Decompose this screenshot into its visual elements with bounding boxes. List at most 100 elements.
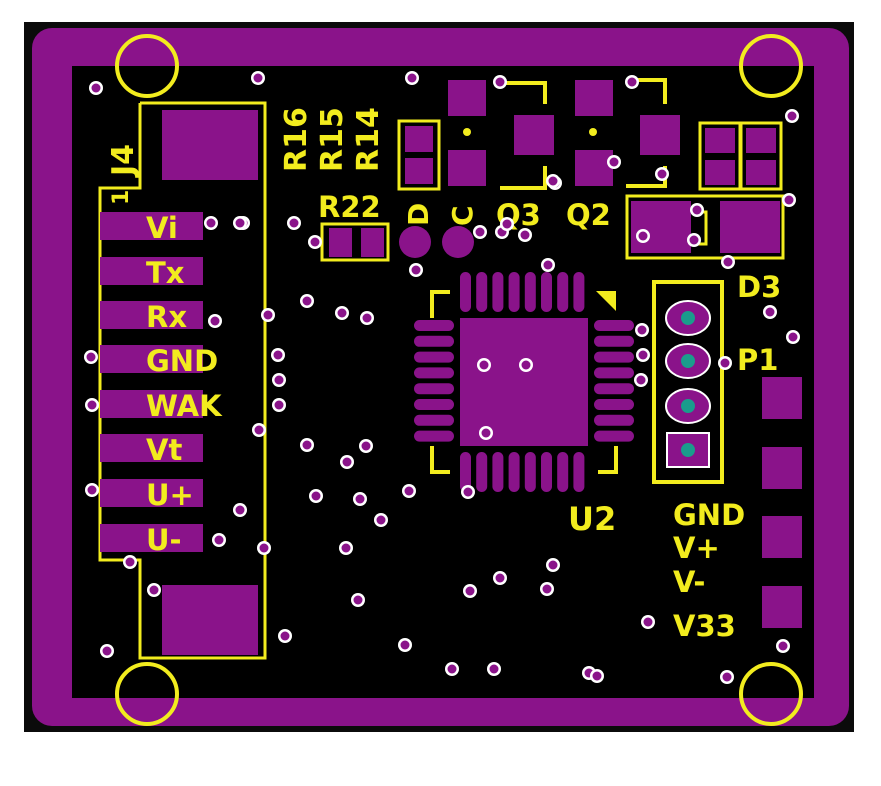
via-pad <box>723 257 733 267</box>
r22-footprint <box>320 222 390 262</box>
via-pad <box>91 83 101 93</box>
u2-pin <box>492 272 504 312</box>
j4-pads <box>100 212 203 552</box>
via-pad <box>311 491 321 501</box>
j4-pin1-marker: 1 <box>109 190 134 205</box>
mounting-hole-br <box>739 662 803 726</box>
via-pad <box>361 441 371 451</box>
j4-pin-labels: Vi Tx Rx GND WAK Vt U+ U- <box>146 211 223 557</box>
u2-pin <box>414 335 454 347</box>
via-pad <box>722 672 732 682</box>
p1-pin-label: GND <box>673 498 745 532</box>
via-pad <box>495 77 505 87</box>
via-pad <box>788 332 798 342</box>
via-pad <box>609 157 619 167</box>
via-pad <box>657 169 667 179</box>
via-pad <box>465 586 475 596</box>
j4-pin-label: U+ <box>146 478 194 512</box>
via-pad <box>353 595 363 605</box>
q2-refdes: Q2 <box>566 198 611 232</box>
j4-mount-pad-top <box>162 110 258 180</box>
p1-footprint <box>652 280 724 484</box>
via-pad <box>637 325 647 335</box>
j4-pad <box>100 434 203 462</box>
j4-pin-label: U- <box>146 523 182 557</box>
edge-pads <box>762 377 802 628</box>
u2-footprint <box>414 272 634 492</box>
via-pad <box>362 313 372 323</box>
j4-pad <box>100 479 203 507</box>
j4-pin-label: WAK <box>146 389 223 423</box>
via-pad <box>489 664 499 674</box>
via-pad <box>520 230 530 240</box>
p1-pin-label: V+ <box>673 531 720 565</box>
u2-pin <box>594 367 634 379</box>
u2-pin <box>594 430 634 442</box>
u2-pin <box>508 452 520 492</box>
j4-pin-label: Rx <box>146 300 187 334</box>
via-pad <box>720 358 730 368</box>
d-footprint <box>397 119 441 191</box>
u2-pin <box>414 367 454 379</box>
u2-pin <box>414 430 454 442</box>
via-pad <box>355 494 365 504</box>
via-pad <box>627 77 637 87</box>
u2-pin <box>460 272 471 312</box>
via-pad <box>592 671 602 681</box>
mounting-hole-bl <box>115 662 179 726</box>
j4-refdes: J4 <box>106 144 141 178</box>
r16-refdes: R16 <box>279 107 314 172</box>
via-pad <box>274 400 284 410</box>
via-pad <box>86 352 96 362</box>
via-pad <box>643 617 653 627</box>
j4-mount-pad-bottom <box>162 585 258 655</box>
via-pad <box>542 584 552 594</box>
via-pad <box>638 231 648 241</box>
via-pad <box>765 307 775 317</box>
u2-pin <box>524 272 536 312</box>
via-pad <box>149 585 159 595</box>
u2-pin <box>594 414 634 426</box>
j4-pin-label: GND <box>146 344 218 378</box>
via-pad <box>787 111 797 121</box>
j4-pin-label: Vt <box>146 433 182 467</box>
j4-pin-label: Vi <box>146 211 178 245</box>
via-pad <box>521 360 531 370</box>
via-pad <box>636 375 646 385</box>
via-pad <box>778 641 788 651</box>
via-pad <box>404 486 414 496</box>
u2-pin <box>414 351 454 363</box>
u2-pin <box>541 272 552 312</box>
u2-pin <box>414 383 454 395</box>
via-pad <box>342 457 352 467</box>
mounting-holes <box>115 34 803 726</box>
via-pad <box>87 485 97 495</box>
via-pad <box>337 308 347 318</box>
via-pad <box>376 515 386 525</box>
u2-pin <box>460 452 471 492</box>
resistor-array-footprint <box>698 121 783 191</box>
u2-pin <box>414 320 454 331</box>
via-pad <box>302 440 312 450</box>
c-refdes: C <box>446 205 479 226</box>
via-pad <box>463 487 473 497</box>
u2-pin <box>594 351 634 363</box>
via-pad <box>125 557 135 567</box>
via-pad <box>310 237 320 247</box>
via-pad <box>214 535 224 545</box>
u2-pin <box>508 272 520 312</box>
q3-footprint <box>500 81 554 190</box>
j4-pad <box>100 212 203 240</box>
u2-pin <box>414 399 454 410</box>
u2-pin <box>573 452 585 492</box>
via-pad <box>784 195 794 205</box>
via-pad <box>289 218 299 228</box>
u2-pin <box>557 452 569 492</box>
resistor-refdes-group: R16 R15 R14 <box>279 107 386 172</box>
via-pad <box>210 316 220 326</box>
via-pad <box>273 350 283 360</box>
u2-pin <box>476 272 488 312</box>
j4-pad <box>100 257 203 285</box>
via-pad <box>235 505 245 515</box>
